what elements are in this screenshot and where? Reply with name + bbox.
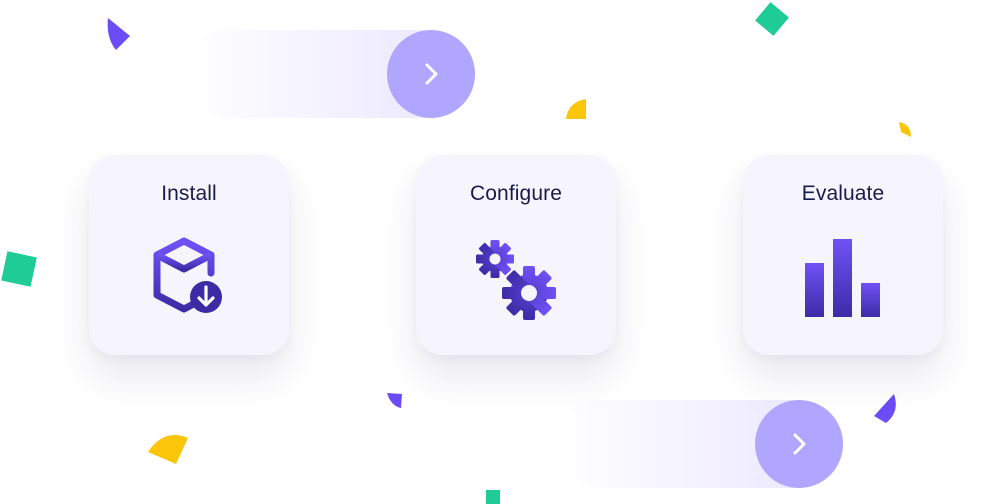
confetti-green-square [1,251,37,287]
step-title: Evaluate [801,182,885,205]
step-title: Install [161,182,217,205]
chevron-right-icon [425,63,438,85]
next-arrow-button-bottom[interactable] [755,400,843,488]
confetti-purple-wedge [107,18,130,50]
confetti-purple-wedge [387,393,402,408]
confetti-yellow-wedge [899,122,911,137]
step-title: Configure [470,182,562,205]
confetti-yellow-wedge [566,99,586,119]
confetti-green-square [486,490,500,504]
confetti-green-square [755,2,789,36]
step-card-configure[interactable]: Configure [416,155,616,355]
step-card-evaluate[interactable]: Evaluate [743,155,943,355]
chevron-right-icon [793,433,806,455]
box-download-icon [153,237,222,313]
next-arrow-button-top[interactable] [387,30,475,118]
bar-chart-icon [805,239,880,317]
step-card-install[interactable]: Install [89,155,289,355]
confetti-purple-wedge [874,394,896,423]
confetti-yellow-wedge [148,435,188,464]
gears-icon [476,240,556,320]
